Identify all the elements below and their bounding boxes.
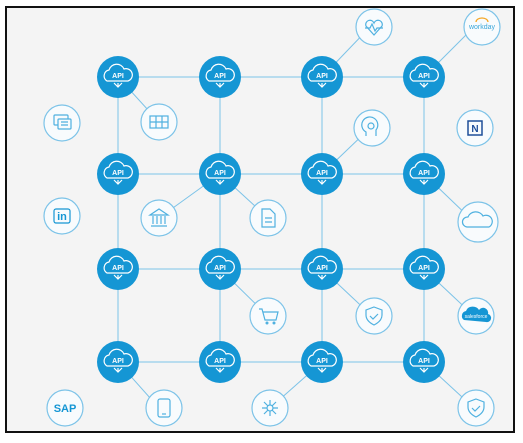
api-node: API [403, 153, 445, 195]
svg-text:API: API [316, 170, 328, 177]
salesforce-logo: salesforce [457, 297, 495, 335]
heartbeat-icon [355, 8, 393, 46]
server-icon [140, 103, 178, 141]
grid-lines [117, 76, 425, 363]
svg-text:API: API [112, 73, 124, 80]
svg-text:API: API [214, 265, 226, 272]
svg-text:salesforce: salesforce [465, 314, 488, 320]
integration-icons: workday N in salesforce SAP [43, 8, 501, 427]
api-node: API [97, 341, 139, 383]
api-node: API [199, 341, 241, 383]
api-node: API [199, 248, 241, 290]
api-nodes: API API API API API API API API API API … [97, 56, 445, 383]
shield-check-icon [355, 297, 393, 335]
svg-text:API: API [112, 265, 124, 272]
api-node: API [403, 248, 445, 290]
svg-text:workday: workday [468, 24, 496, 31]
api-node: API [301, 56, 343, 98]
linkedin-logo: in [43, 197, 81, 235]
svg-text:API: API [418, 358, 430, 365]
svg-text:API: API [418, 73, 430, 80]
svg-text:in: in [57, 211, 67, 223]
api-node: API [301, 153, 343, 195]
svg-text:API: API [112, 170, 124, 177]
svg-text:API: API [316, 73, 328, 80]
bank-icon [140, 199, 178, 237]
cloud-icon [457, 201, 499, 243]
api-node: API [403, 56, 445, 98]
svg-text:API: API [214, 358, 226, 365]
cart-icon [249, 297, 287, 335]
api-node: API [97, 56, 139, 98]
api-node: API [403, 341, 445, 383]
svg-text:API: API [418, 265, 430, 272]
svg-text:API: API [214, 73, 226, 80]
tablet-icon [145, 389, 183, 427]
api-node: API [199, 153, 241, 195]
chat-icon [43, 104, 81, 142]
svg-text:N: N [471, 124, 478, 135]
api-node: API [301, 248, 343, 290]
netsuite-logo: N [456, 109, 494, 147]
api-node: API [199, 56, 241, 98]
svg-text:SAP: SAP [54, 403, 77, 415]
head-gear-icon [353, 109, 391, 147]
api-node: API [301, 341, 343, 383]
svg-text:API: API [214, 170, 226, 177]
network-hub-icon [251, 389, 289, 427]
api-node: API [97, 153, 139, 195]
svg-text:API: API [316, 265, 328, 272]
document-icon [249, 199, 287, 237]
sap-logo: SAP [46, 389, 84, 427]
workday-logo: workday [463, 8, 501, 46]
svg-text:API: API [112, 358, 124, 365]
api-node: API [97, 248, 139, 290]
shield-check-icon [457, 389, 495, 427]
svg-text:API: API [418, 170, 430, 177]
svg-text:API: API [316, 358, 328, 365]
